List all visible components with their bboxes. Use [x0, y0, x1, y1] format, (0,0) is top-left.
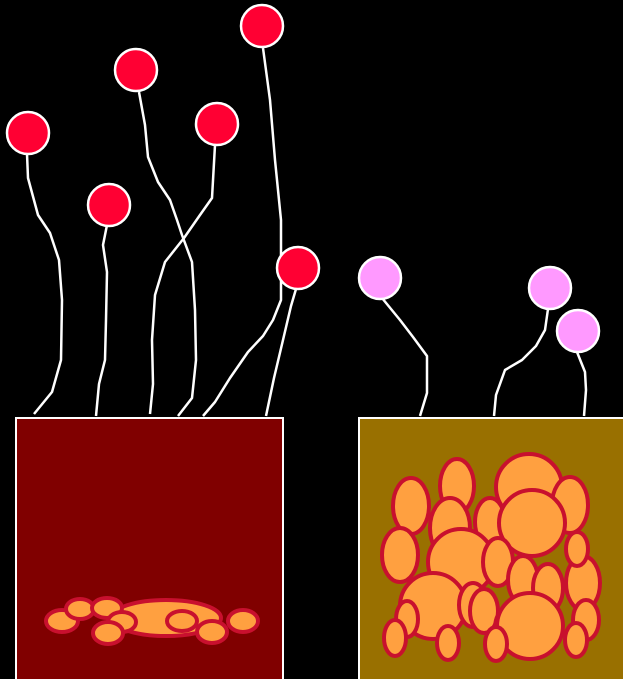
left-container	[16, 418, 283, 679]
cell	[566, 532, 588, 566]
cell	[565, 623, 587, 657]
pink-bulb	[359, 257, 401, 299]
cell	[384, 620, 406, 656]
red-bulb	[7, 112, 49, 154]
red-bulb	[277, 247, 319, 289]
red-bulb	[115, 49, 157, 91]
left-box	[16, 418, 283, 679]
pink-bulb	[529, 267, 571, 309]
pink-bulb	[557, 310, 599, 352]
right-container	[359, 418, 623, 679]
cell	[382, 528, 418, 582]
red-bulb	[88, 184, 130, 226]
cell	[437, 626, 459, 660]
cell	[485, 627, 507, 661]
red-bulb	[196, 103, 238, 145]
cell	[93, 622, 123, 644]
cell	[393, 478, 429, 534]
red-bulb	[241, 5, 283, 47]
cell	[228, 610, 258, 632]
cell	[197, 621, 227, 643]
cell	[167, 611, 197, 631]
cell	[66, 599, 94, 619]
